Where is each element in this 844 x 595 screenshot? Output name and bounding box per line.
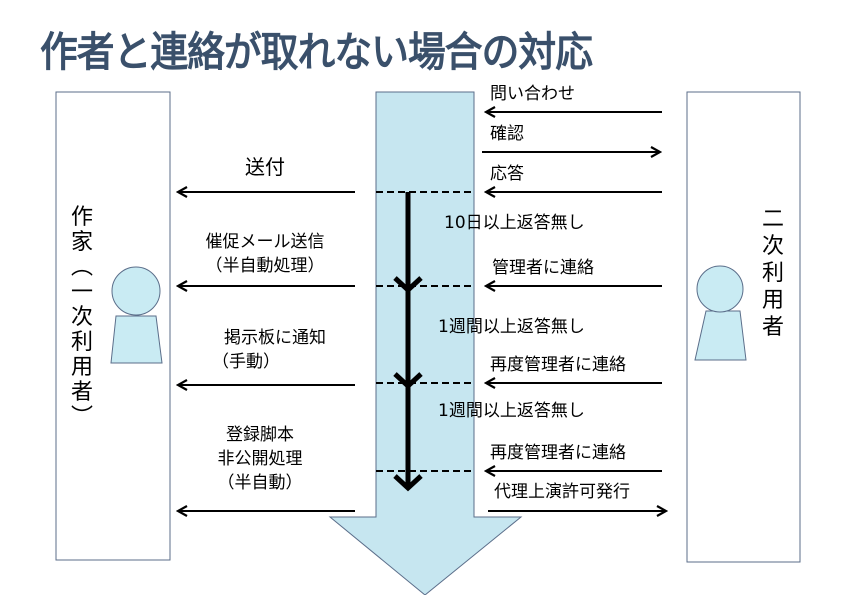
label-char: 次 bbox=[70, 305, 93, 330]
label-char: 者 bbox=[761, 315, 784, 340]
wait-label: 10日以上返答無し bbox=[444, 213, 585, 233]
msg-line: （半自動） bbox=[217, 473, 303, 493]
person-icon bbox=[694, 265, 747, 361]
label-char: 者 bbox=[70, 380, 93, 405]
label-char: 利 bbox=[70, 330, 93, 355]
msg-label-contact-admin-again: 再度管理者に連絡 bbox=[490, 355, 626, 375]
person-icon bbox=[110, 266, 163, 364]
msg-line: 登録脚本 bbox=[226, 425, 294, 445]
msg-label-board: 掲示板に通知 （手動） bbox=[190, 328, 360, 372]
flow-down-arrow bbox=[328, 91, 523, 595]
msg-label-send: 送付 bbox=[190, 157, 340, 177]
label-char: 一 bbox=[70, 280, 93, 305]
label-char: 二 bbox=[761, 207, 784, 232]
msg-line: 送付 bbox=[245, 155, 285, 179]
msg-label-contact-admin-again: 再度管理者に連絡 bbox=[490, 443, 626, 463]
msg-label-unpublish: 登録脚本 非公開処理 （半自動） bbox=[185, 425, 335, 493]
label-char: 次 bbox=[761, 234, 784, 259]
wait-label: 1週間以上返答無し bbox=[438, 401, 585, 421]
label-char: 用 bbox=[70, 355, 93, 380]
label-char: 作 bbox=[70, 205, 93, 230]
page-title: 作者と連絡が取れない場合の対応 bbox=[40, 28, 593, 76]
msg-line: （半自動処理） bbox=[205, 256, 325, 276]
left-actor-label: 作 家 ︵ 一 次 利 用 者 ︶ bbox=[69, 205, 95, 430]
msg-label-response: 応答 bbox=[490, 164, 524, 184]
msg-line: 催促メール送信 bbox=[205, 232, 325, 252]
msg-line: 非公開処理 bbox=[217, 449, 303, 469]
wait-label: 1週間以上返答無し bbox=[438, 317, 585, 337]
label-char: 家 bbox=[70, 230, 93, 255]
right-actor-label: 二 次 利 用 者 bbox=[760, 206, 786, 341]
label-char: ︶ bbox=[70, 405, 93, 430]
msg-line: 掲示板に通知 bbox=[224, 328, 326, 348]
msg-label-reminder: 催促メール送信 （半自動処理） bbox=[180, 232, 350, 276]
label-char: 用 bbox=[761, 288, 784, 313]
label-char: ︵ bbox=[70, 255, 93, 280]
msg-label-contact-admin: 管理者に連絡 bbox=[492, 258, 594, 278]
msg-line: （手動） bbox=[212, 352, 280, 372]
msg-label-inquiry: 問い合わせ bbox=[490, 84, 575, 104]
msg-label-confirm: 確認 bbox=[490, 124, 524, 144]
msg-label-permit: 代理上演許可発行 bbox=[494, 482, 630, 502]
label-char: 利 bbox=[761, 261, 784, 286]
